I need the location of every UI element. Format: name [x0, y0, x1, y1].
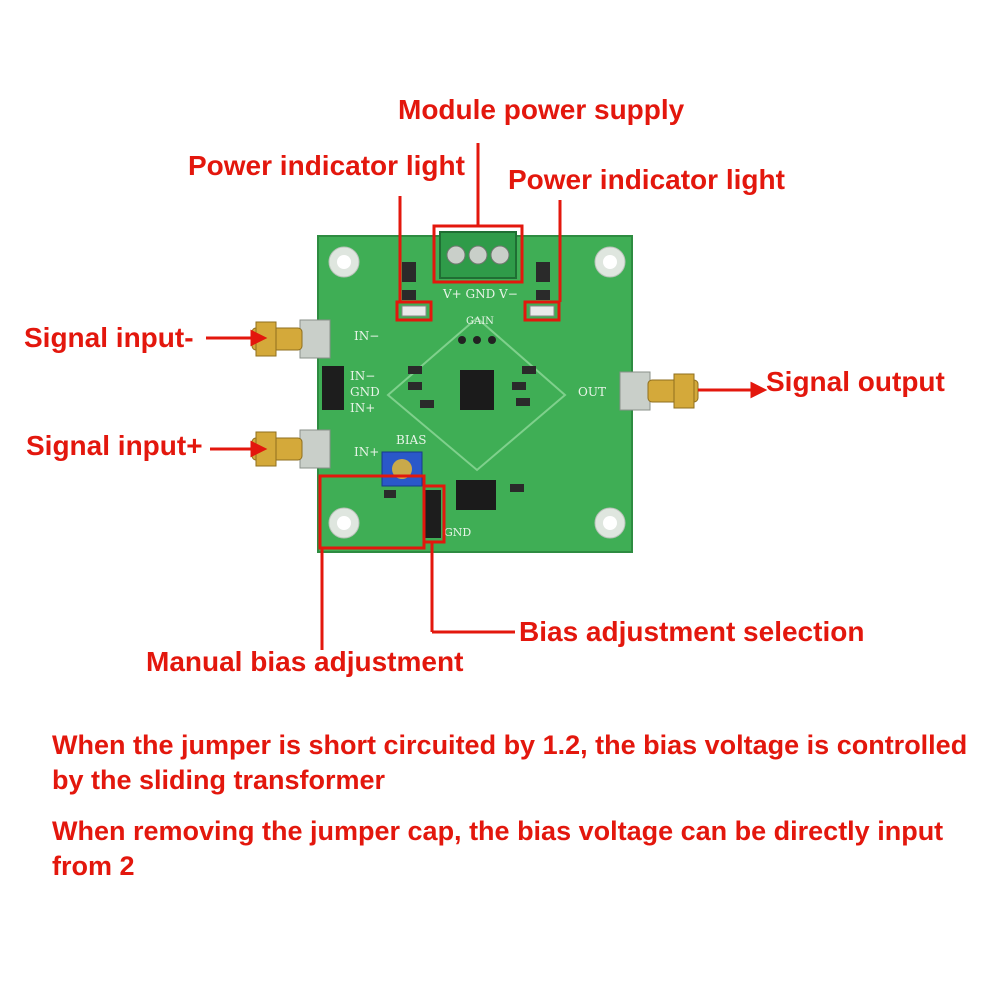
- opamp-chip-upper: [460, 370, 494, 410]
- note-jumper-shorted: When the jumper is short circuited by 1.…: [52, 730, 968, 796]
- silk-in-minus: IN−: [350, 369, 375, 383]
- note-jumper-removed: When removing the jumper cap, the bias v…: [52, 816, 944, 882]
- label-signal-input-plus: Signal input+: [26, 430, 203, 461]
- sma-connector-out: [619, 371, 699, 411]
- label-power-indicator-right: Power indicator light: [508, 164, 785, 195]
- leader-lines: [206, 143, 768, 650]
- label-signal-input-minus: Signal input-: [24, 322, 194, 353]
- label-manual-bias-adjustment: Manual bias adjustment: [146, 646, 464, 677]
- gain-header: [458, 336, 496, 344]
- input-jumper-header: [322, 366, 344, 410]
- opamp-chip-lower: [456, 480, 496, 510]
- label-bias-adjustment-selection: Bias adjustment selection: [519, 616, 865, 647]
- bias-jumper: [425, 490, 441, 538]
- label-module-power-supply: Module power supply: [398, 94, 685, 125]
- silk-in-plus: IN+: [350, 401, 375, 415]
- power-terminal-block: [439, 231, 517, 279]
- power-led-right: [529, 305, 555, 317]
- bias-trimmer-potentiometer: [381, 451, 423, 487]
- label-signal-output: Signal output: [766, 366, 945, 397]
- silk-bias: BIAS: [396, 433, 426, 447]
- silk-power-pins: V+ GND V−: [442, 287, 518, 301]
- silk-out: OUT: [578, 385, 606, 399]
- silk-gnd-bottom: GND: [444, 526, 471, 539]
- silk-in-plus-bottom: IN+: [354, 445, 379, 459]
- silk-gnd: GND: [350, 385, 380, 399]
- sma-connector-in-minus: [251, 319, 331, 359]
- callout-boxes: [318, 224, 561, 550]
- label-power-indicator-left: Power indicator light: [188, 150, 465, 181]
- silk-gain: GAIN: [466, 316, 494, 327]
- silk-in-minus-top: IN−: [354, 329, 379, 343]
- smd-components: [384, 262, 550, 498]
- mounting-holes: [328, 246, 626, 539]
- power-led-left: [401, 305, 427, 317]
